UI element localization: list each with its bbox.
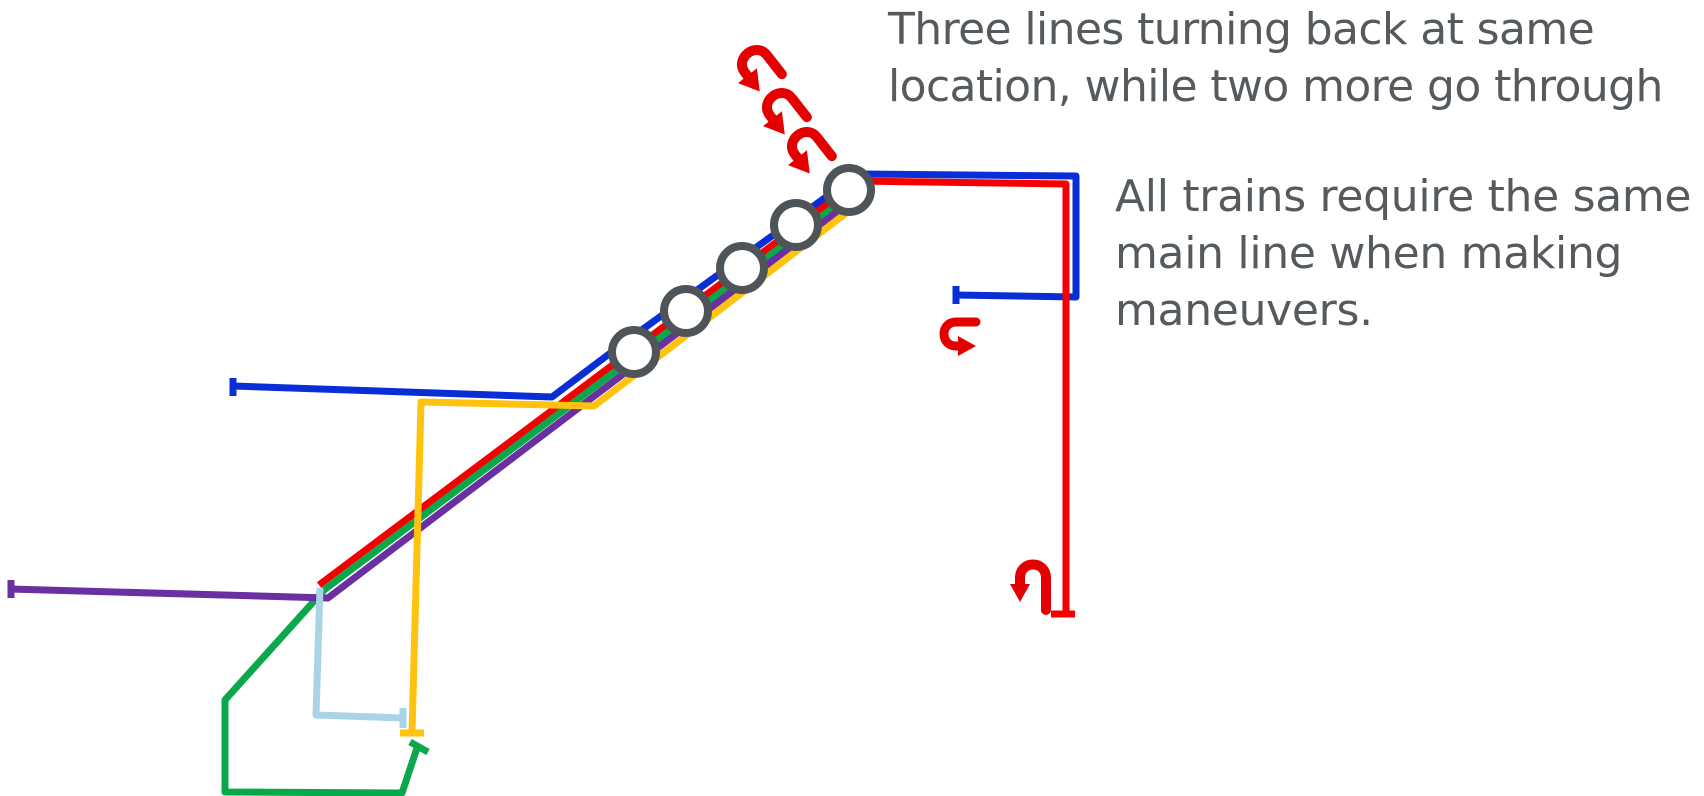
red-line — [316, 177, 1070, 614]
u-turn-arrow-icon — [939, 317, 981, 356]
station-circle-icon — [770, 199, 822, 251]
station-circle-icon — [716, 242, 768, 294]
turnback-arrows — [737, 45, 1051, 615]
u-turn-arrow-icon — [787, 127, 837, 174]
turnback-caption: Three lines turning back at same locatio… — [888, 1, 1663, 115]
main-line-caption: All trains require the same main line wh… — [1115, 168, 1692, 339]
turnback-caption-line-1: Three lines turning back at same — [888, 4, 1595, 55]
track-lines — [7, 170, 1080, 796]
u-turn-arrow-icon — [762, 88, 812, 135]
main-line-caption-line-1: All trains require the same — [1115, 171, 1692, 222]
station-circle-icon — [608, 326, 660, 378]
turnback-caption-line-2: location, while two more go through — [888, 61, 1663, 112]
green-line-terminus-south — [408, 738, 430, 756]
yellow-line — [408, 201, 861, 734]
green-line — [321, 186, 861, 593]
light-blue-line — [312, 587, 404, 722]
green-line-branch — [221, 587, 422, 796]
stations — [608, 164, 875, 378]
u-turn-arrow-icon — [1010, 559, 1051, 615]
station-circle-icon — [660, 285, 712, 337]
main-line-caption-line-3: maneuvers. — [1115, 285, 1373, 336]
station-circle-icon — [823, 164, 875, 216]
u-turn-arrow-icon — [737, 45, 787, 92]
main-line-caption-line-2: main line when making — [1115, 228, 1623, 279]
